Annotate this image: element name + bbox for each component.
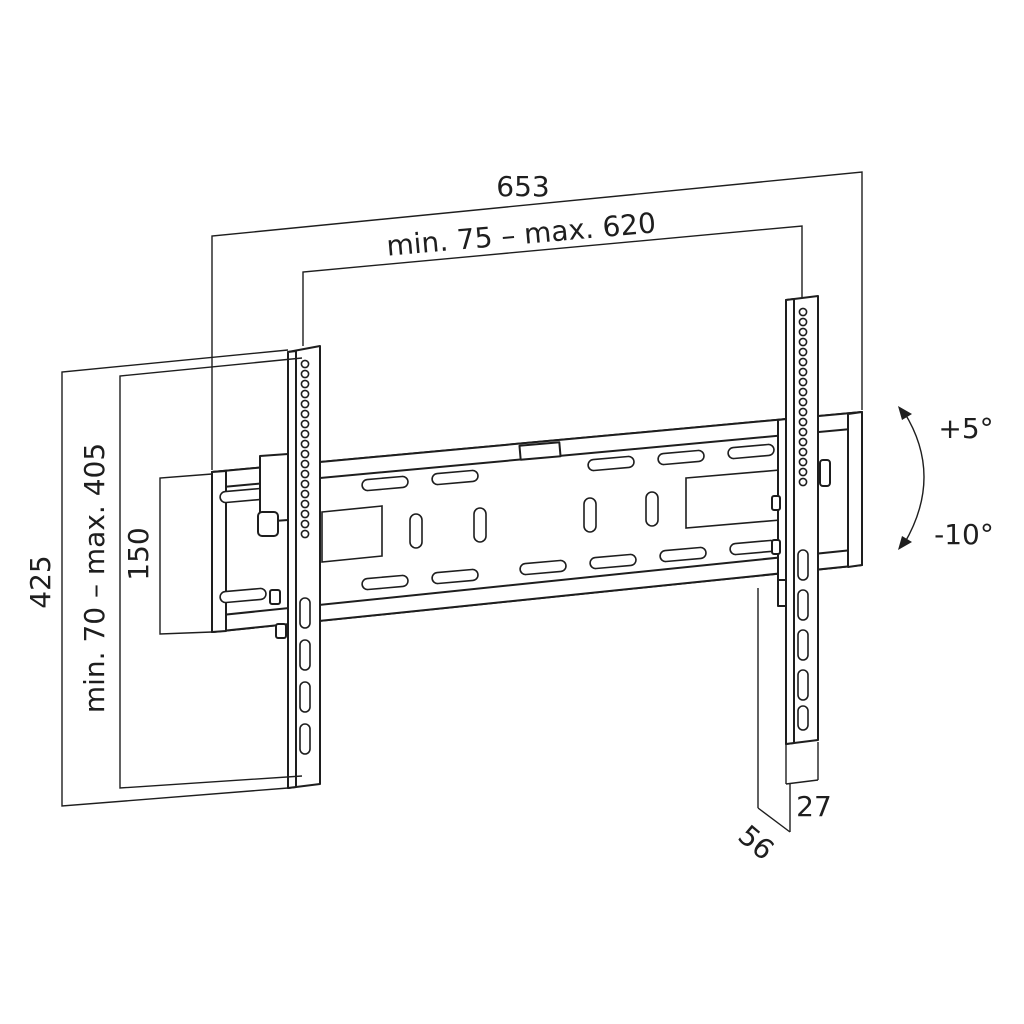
dimension-rail-height: 150 (122, 473, 213, 635)
depth-min-label: 27 (796, 790, 832, 823)
dimension-overall-width: 653 (211, 170, 863, 470)
mounting-hole (798, 397, 808, 407)
overall-width-label: 653 (496, 170, 549, 203)
tilt-down-label: -10° (934, 518, 994, 551)
mounting-hole (300, 499, 310, 509)
left-tv-arm (257, 345, 321, 789)
mounting-hole (300, 389, 310, 399)
mounting-hole (798, 427, 808, 437)
mounting-hole (798, 347, 808, 357)
mounting-hole (798, 447, 808, 457)
mounting-hole (798, 467, 808, 477)
dimension-vesa-width: min. 75 – max. 620 (302, 206, 803, 346)
mounting-hole (300, 419, 310, 429)
mounting-hole (300, 359, 310, 369)
mounting-hole (798, 367, 808, 377)
rail-height-label: 150 (122, 527, 155, 580)
left-arm-holes (300, 359, 310, 539)
mounting-hole (798, 327, 808, 337)
tilt-indicator: +5° -10° (898, 406, 994, 551)
mounting-hole (798, 477, 808, 487)
mounting-hole (300, 469, 310, 479)
mounting-hole (300, 449, 310, 459)
mounting-hole (300, 369, 310, 379)
mounting-hole (798, 407, 808, 417)
right-arm-holes (798, 307, 808, 487)
right-arm-slots (797, 549, 809, 731)
lower-slots (219, 539, 777, 604)
mounting-hole (798, 357, 808, 367)
mounting-hole (300, 439, 310, 449)
mounting-hole (798, 437, 808, 447)
mounting-hole (300, 399, 310, 409)
mounting-hole (300, 429, 310, 439)
tilt-down-arrow-icon (898, 536, 912, 550)
depth-max-label: 56 (732, 819, 781, 867)
mounting-hole (300, 489, 310, 499)
tilt-up-label: +5° (938, 412, 993, 445)
mounting-hole (798, 317, 808, 327)
overall-height-label: 425 (24, 555, 57, 608)
mounting-hole (798, 307, 808, 317)
mounting-hole (300, 379, 310, 389)
mounting-hole (798, 377, 808, 387)
wall-plate (211, 411, 863, 633)
mounting-hole (798, 457, 808, 467)
upper-slots (219, 443, 775, 504)
dimension-overall-height: 425 (24, 349, 289, 807)
mounting-hole (300, 479, 310, 489)
right-tv-arm (771, 295, 819, 745)
mounting-hole (300, 509, 310, 519)
tilt-up-arrow-icon (898, 406, 912, 420)
mounting-hole (798, 417, 808, 427)
mounting-hole (300, 409, 310, 419)
mounting-hole (798, 337, 808, 347)
vertical-slots (409, 491, 659, 549)
vesa-height-label: min. 70 – max. 405 (78, 443, 111, 713)
mounting-hole (300, 529, 310, 539)
mounting-hole (798, 387, 808, 397)
mounting-hole (300, 459, 310, 469)
dimension-vesa-height: min. 70 – max. 405 (78, 357, 303, 789)
left-arm-slots (299, 597, 311, 755)
mounting-hole (300, 519, 310, 529)
